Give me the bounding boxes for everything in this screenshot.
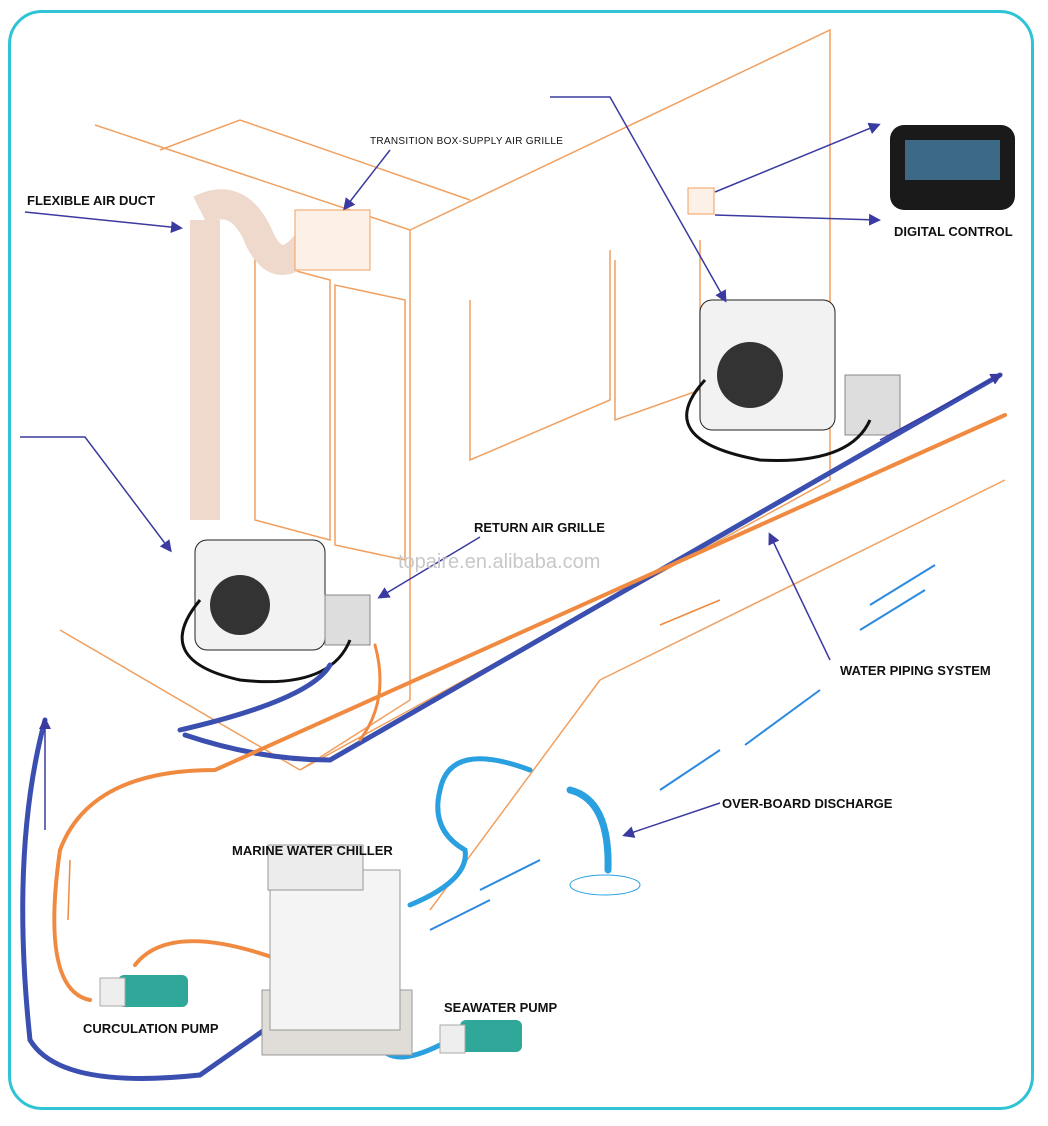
label-transition-box: TRANSITION BOX-SUPPLY AIR GRILLE [370, 136, 564, 147]
flexible-air-duct [190, 189, 371, 520]
label-flexible-duct: FLEXIBLE AIR DUCT [27, 193, 156, 208]
air-handler-right [685, 299, 901, 462]
supply-pipe [20, 717, 303, 1081]
callout-arrows [20, 96, 1003, 838]
water-lines [429, 564, 936, 931]
digital-control-panel [687, 125, 1015, 215]
label-overboard: OVER-BOARD DISCHARGE [722, 796, 893, 811]
pumps [99, 975, 522, 1054]
piping [20, 372, 1007, 1081]
transition-box [294, 209, 371, 271]
label-return-grille: RETURN AIR GRILLE [474, 520, 605, 535]
discharge-splash [569, 874, 641, 896]
air-handler-left [180, 539, 371, 684]
label-circulation-pump: CURCULATION PUMP [83, 1021, 219, 1036]
label-chiller: MARINE WATER CHILLER [232, 843, 393, 858]
chiller-unit [261, 844, 413, 1056]
seawater-pipe [407, 756, 533, 908]
label-seawater-pump: SEAWATER PUMP [444, 1000, 558, 1015]
flow-arrows [67, 599, 721, 921]
frame-border [8, 10, 1034, 1110]
label-water-piping: WATER PIPING SYSTEM [840, 663, 991, 678]
return-pipe [52, 413, 1007, 1002]
label-digital-control: DIGITAL CONTROL [894, 224, 1013, 239]
watermark: topaire.en.alibaba.com [398, 551, 601, 573]
